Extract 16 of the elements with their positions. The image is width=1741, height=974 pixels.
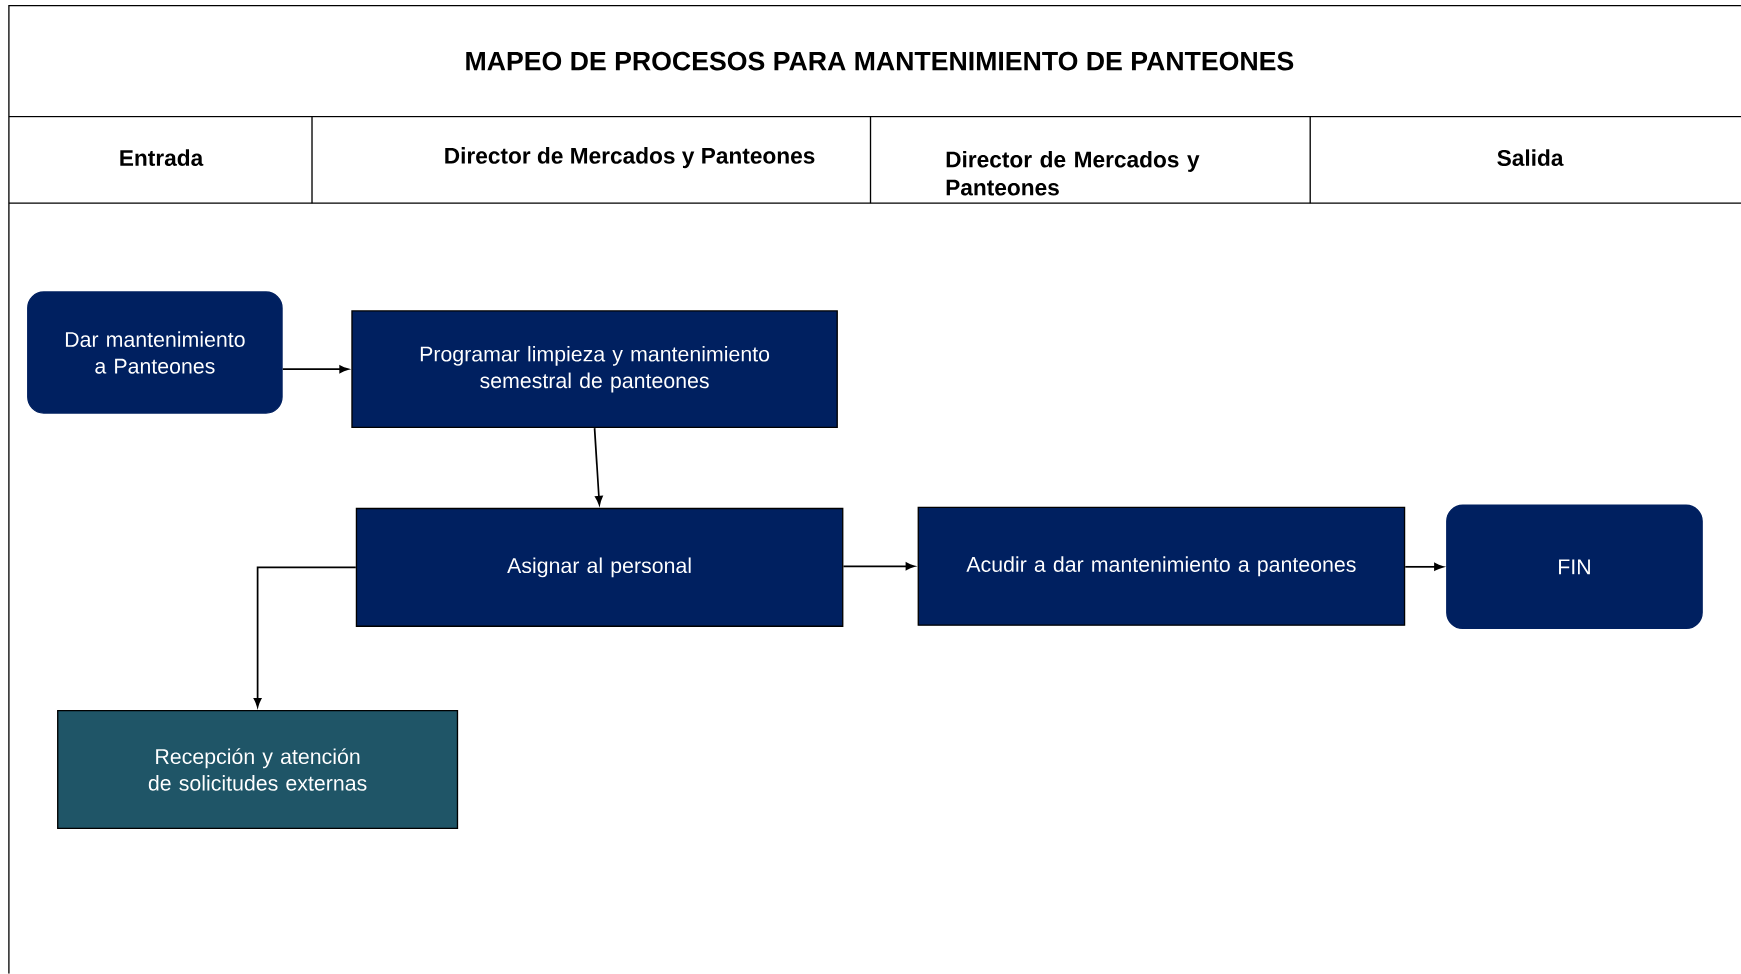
column-header: Director de Mercados y Panteones <box>445 147 815 169</box>
column-header: Entrada <box>120 149 204 167</box>
title: MAPEO DE PROCESOS PARA MANTENIMIENTO DE PANTEONES <box>466 51 1294 71</box>
arrow <box>1404 563 1444 571</box>
column-header: Director de Mercados y Panteones <box>946 151 1200 196</box>
terminal-box: Dar mantenimiento a Panteones <box>27 291 283 414</box>
process-box: Recepción y atención de solicitudes externas <box>57 710 459 830</box>
arrow <box>842 562 915 571</box>
arrow <box>593 427 603 506</box>
column-header: Salida <box>1497 149 1564 167</box>
arrow <box>253 566 357 708</box>
process-box: Asignar al personal <box>355 507 844 628</box>
terminal-box: FIN <box>1446 504 1703 630</box>
process-box: Acudir a dar mantenimiento a panteones <box>917 506 1406 626</box>
process-box: Programar limpieza y mantenimiento semestral de panteones <box>351 310 838 429</box>
arrow <box>281 365 349 374</box>
